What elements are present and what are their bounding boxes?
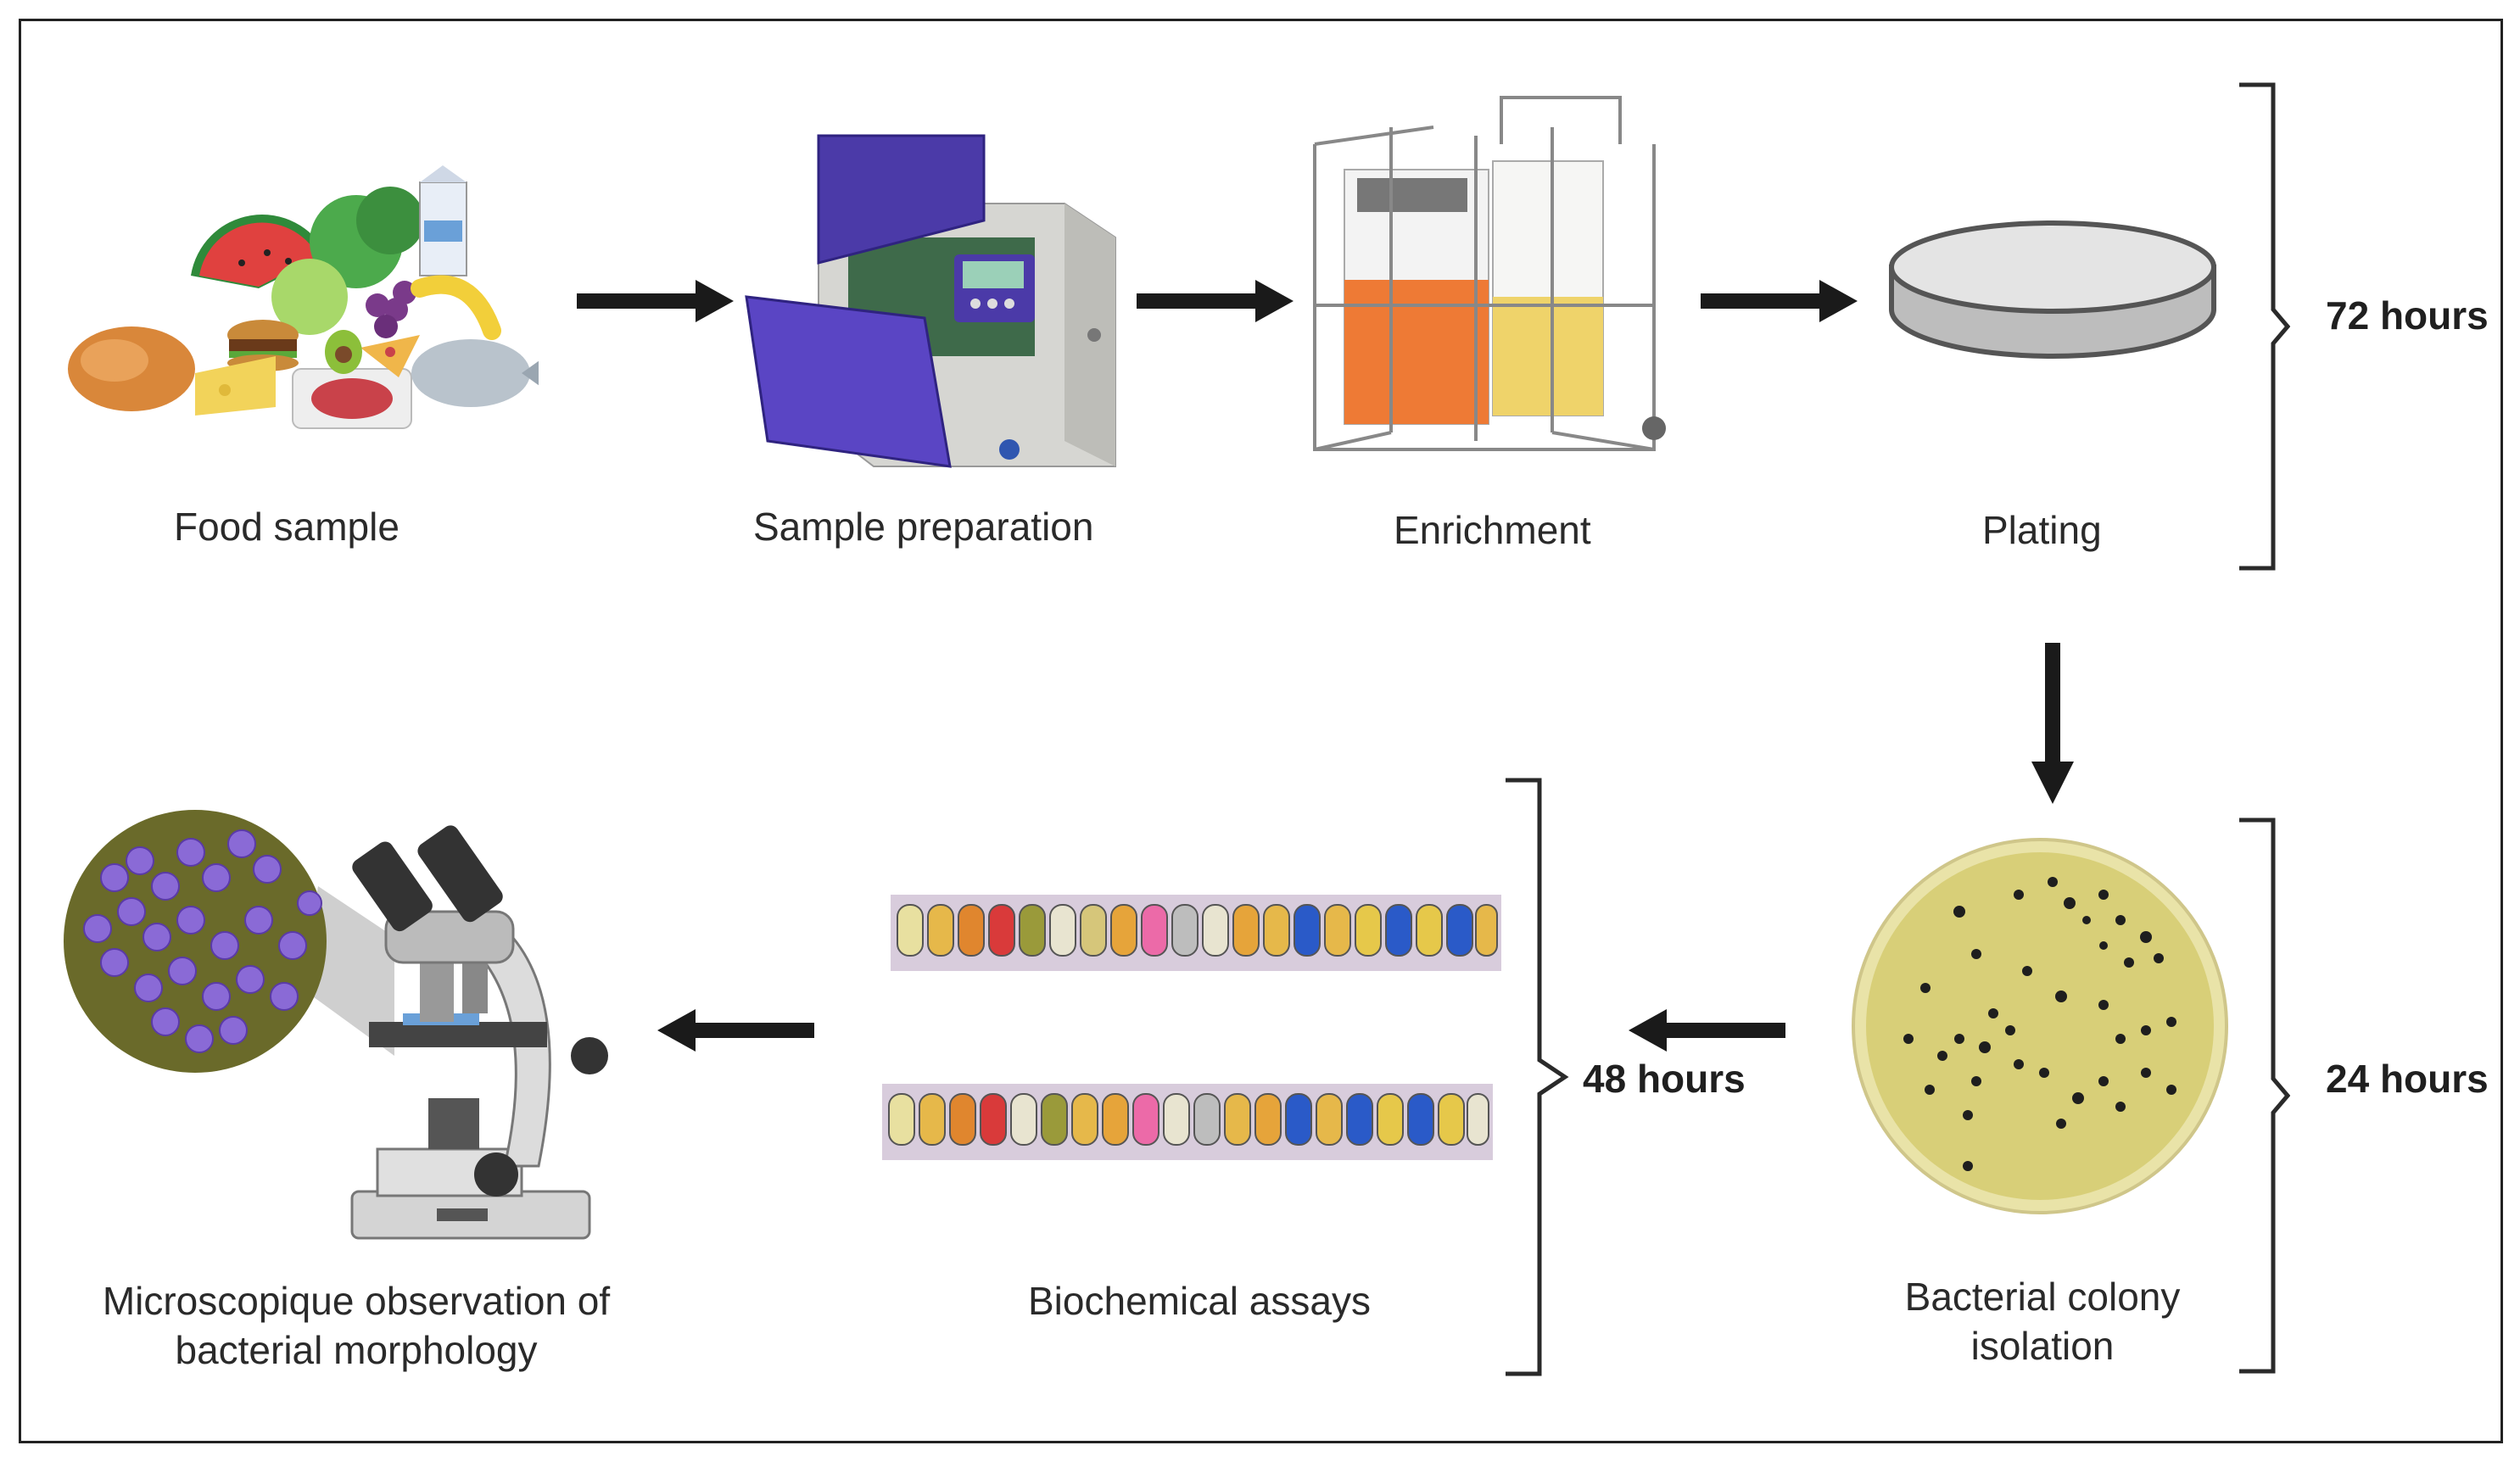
duration-bracket [1501,776,1569,1378]
step-label-enrichment: Enrichment [1394,508,1591,552]
step-label-microscopy-line2: bacterial morphology [175,1328,538,1372]
arrow-down [2031,643,2074,804]
step-label-microscopy-line1: Microscopique observation of [102,1279,611,1323]
colony-plate-icon [1849,835,2231,1217]
biochemical-strip-icon [891,895,1501,971]
duration-label-24h: 24 hours [2326,1057,2489,1101]
duration-bracket [2235,81,2290,572]
step-label-colony-isolation-line2: isolation [1970,1324,2115,1368]
enrichment-bag-rack-icon [1298,93,1688,466]
step-label-biochemical-assays: Biochemical assays [1028,1279,1371,1323]
step-label-microscopy: Microscopique observation of bacterial m… [85,1276,628,1375]
step-label-plating: Plating [1982,508,2102,552]
stomacher-blender-icon [738,127,1120,475]
step-label-colony-isolation-line1: Bacterial colony [1904,1275,2181,1319]
duration-bracket [2235,816,2290,1376]
arrow-right [577,280,734,322]
step-label-sample-preparation: Sample preparation [753,505,1094,549]
arrow-right [1701,280,1858,322]
step-label-food-sample: Food sample [174,505,400,549]
biochemical-strip-icon [882,1084,1493,1160]
step-label-colony-isolation: Bacterial colony isolation [1898,1272,2187,1370]
arrow-right [1137,280,1294,322]
arrow-left [1629,1009,1785,1052]
food-assortment-icon [64,161,539,441]
arrow-left [657,1009,814,1052]
duration-label-72h: 72 hours [2326,293,2489,338]
microscope-icon [64,776,623,1251]
petri-dish-icon [1887,220,2218,365]
duration-label-48h: 48 hours [1583,1057,1746,1101]
